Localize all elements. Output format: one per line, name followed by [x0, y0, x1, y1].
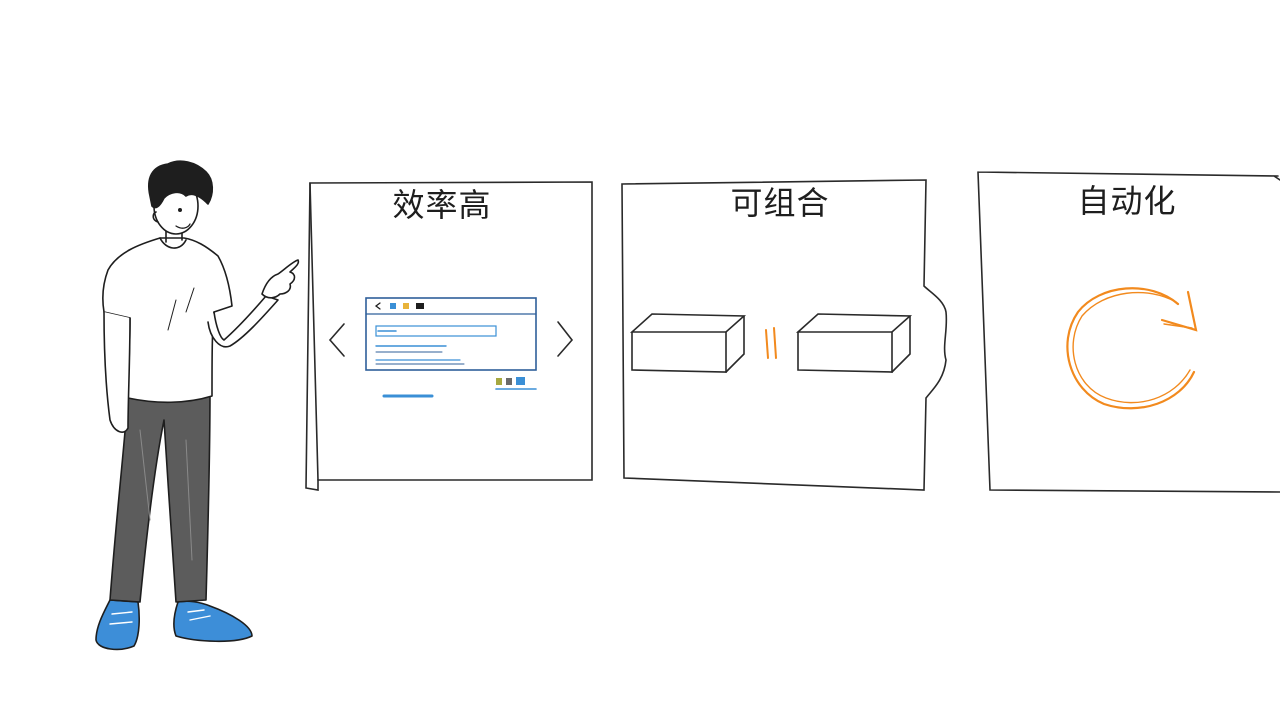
- chevron-left-icon[interactable]: [328, 323, 345, 357]
- blocks-icon: [629, 313, 913, 373]
- right-shoe: [173, 600, 253, 643]
- browser-window-icon: [365, 297, 537, 398]
- pants: [109, 391, 211, 603]
- chevron-right-icon[interactable]: [557, 321, 574, 357]
- panel-title-composable: 可组合: [730, 184, 830, 222]
- panel-frame: [621, 179, 948, 491]
- left-shoe: [95, 599, 140, 651]
- hair: [148, 160, 214, 209]
- right-arm: [207, 295, 279, 348]
- panel-composable: [621, 179, 948, 491]
- shirt: [102, 237, 233, 404]
- panel-efficiency: [305, 181, 593, 491]
- pointing-hand: [261, 259, 300, 299]
- panel-title-automation: 自动化: [1077, 182, 1177, 220]
- panel-title-efficiency: 效率高: [392, 186, 492, 224]
- panel-frame: [977, 171, 1280, 493]
- person-illustration: [95, 160, 300, 651]
- cycle-arrow-icon: [1066, 287, 1198, 410]
- left-arm: [103, 311, 131, 433]
- panel-automation: [977, 171, 1280, 493]
